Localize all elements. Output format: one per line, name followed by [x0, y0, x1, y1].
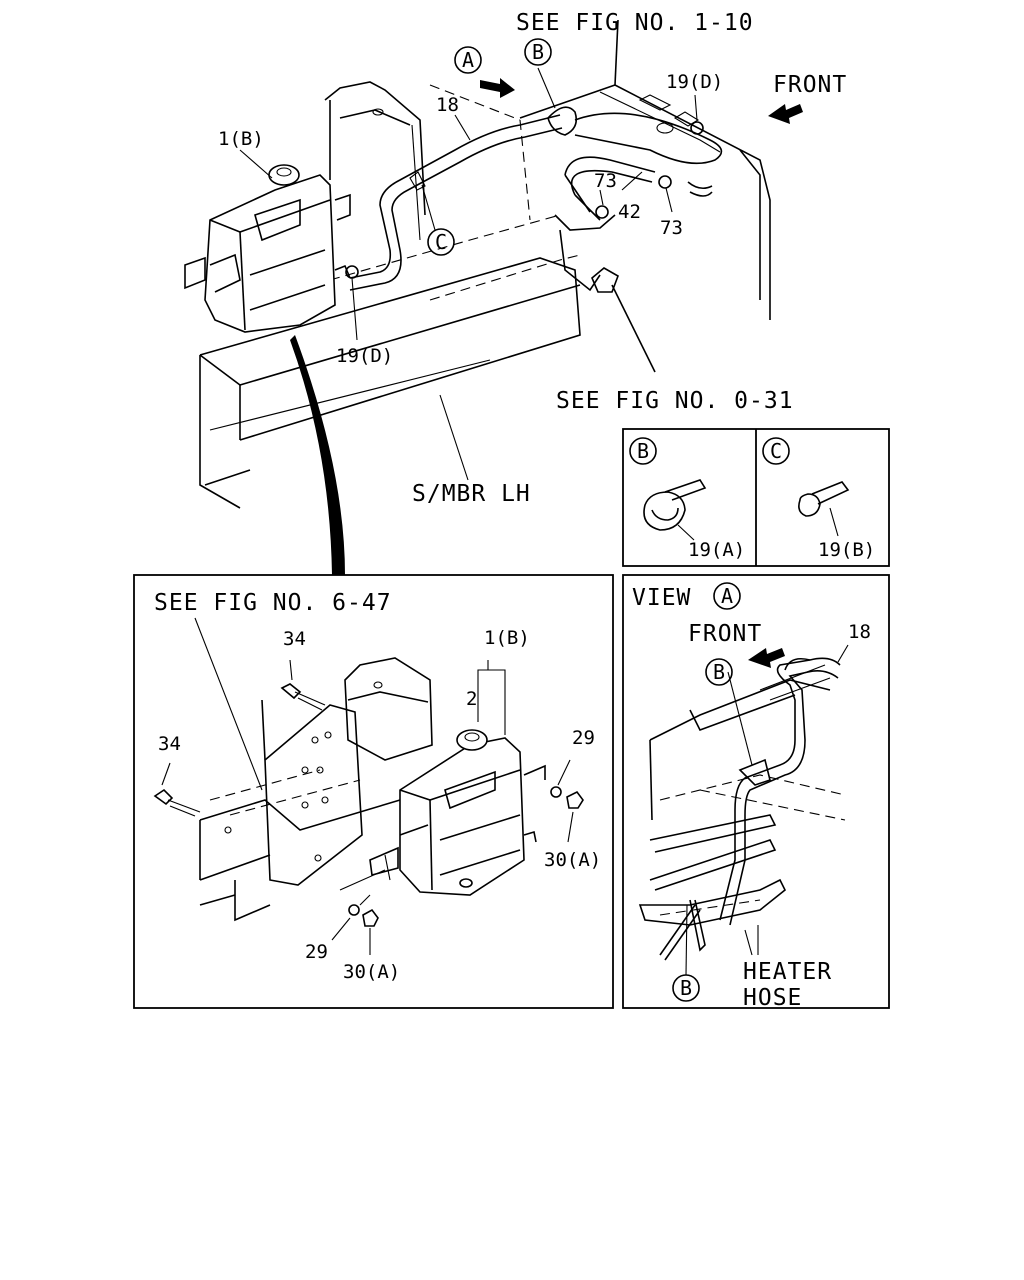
svg-text:A: A	[721, 584, 733, 608]
part-washer-bottom: 29	[305, 941, 328, 963]
svg-text:B: B	[637, 439, 649, 463]
front-label: FRONT	[773, 72, 847, 98]
callout-c-box: C	[762, 437, 790, 465]
part-hose-view: 18	[848, 621, 871, 643]
callout-b-view-lower: B	[672, 974, 700, 1002]
part-clip-b: 19(B)	[818, 539, 875, 561]
part-clip-d-top: 19(D)	[666, 71, 723, 93]
part-clip-d-tank: 19(D)	[336, 345, 393, 367]
part-nut-right: 30(A)	[544, 849, 601, 871]
callout-a-view: A	[713, 582, 741, 610]
callout-b-box: B	[629, 437, 657, 465]
part-tank-top: 1(B)	[218, 128, 264, 150]
part-tank-detail: 1(B)	[484, 627, 530, 649]
heater-hose-line2: HOSE	[743, 985, 802, 1011]
part-clip-a: 19(A)	[688, 539, 745, 561]
callout-a-top: A	[454, 46, 482, 74]
front-view-label: FRONT	[688, 621, 762, 647]
svg-text:B: B	[713, 660, 725, 684]
svg-text:C: C	[770, 439, 782, 463]
part-bolt-upper: 34	[283, 628, 306, 650]
part-bolt-left: 34	[158, 733, 181, 755]
callout-b-top: B	[524, 38, 552, 66]
main-illustration	[184, 19, 803, 575]
part-hose: 18	[436, 94, 459, 116]
heater-hose-line1: HEATER	[743, 959, 832, 985]
view-a-box	[622, 574, 890, 1009]
fig-ref-detail: SEE FIG NO. 6-47	[154, 590, 392, 616]
view-label: VIEW	[632, 585, 691, 611]
fig-ref-top: SEE FIG NO. 1-10	[516, 10, 754, 36]
part-73-a: 73	[594, 170, 617, 192]
part-cap: 2	[466, 688, 477, 710]
callout-c-top: C	[427, 228, 455, 256]
fig-ref-sensor: SEE FIG NO. 0-31	[556, 388, 794, 414]
callout-b-view-upper: B	[705, 658, 733, 686]
part-42: 42	[618, 201, 641, 223]
clip-detail-box	[622, 428, 890, 567]
svg-text:B: B	[680, 976, 692, 1000]
svg-text:C: C	[435, 230, 447, 254]
tank-detail-box	[133, 574, 614, 1009]
part-washer-right: 29	[572, 727, 595, 749]
part-nut-bottom: 30(A)	[343, 961, 400, 983]
part-73-b: 73	[660, 217, 683, 239]
s-mbr-label: S/MBR LH	[412, 481, 531, 507]
svg-text:A: A	[462, 48, 474, 72]
svg-text:B: B	[532, 40, 544, 64]
